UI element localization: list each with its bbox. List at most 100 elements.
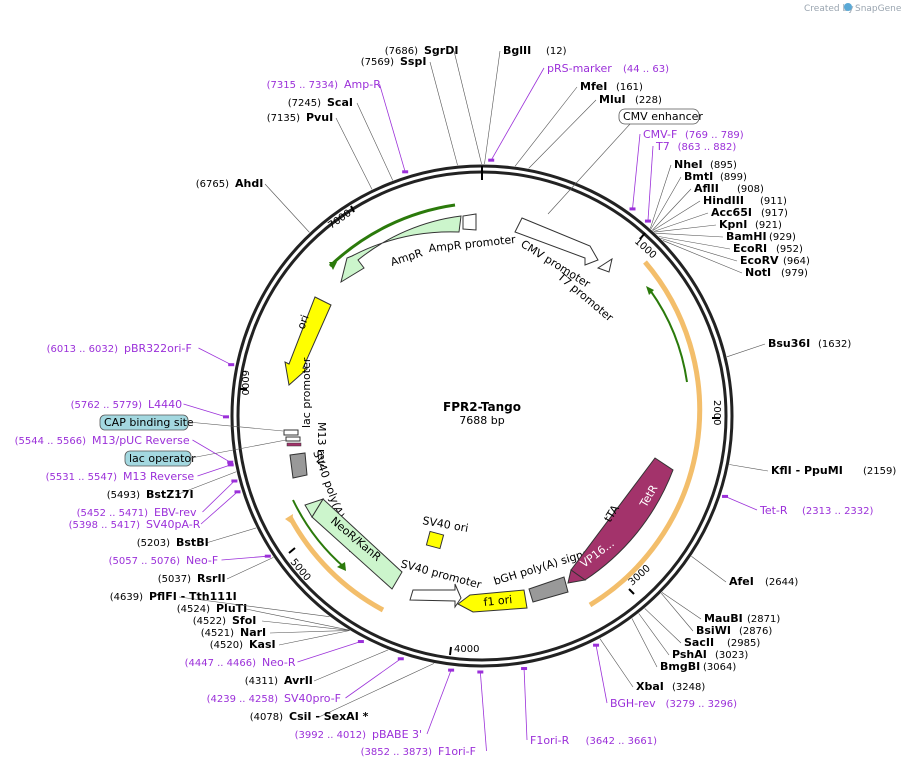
site-label[interactable]: KasI(4520) bbox=[210, 630, 350, 651]
site-label[interactable]: XbaI(3248) bbox=[599, 638, 705, 693]
feature-neokanr[interactable] bbox=[304, 498, 403, 590]
site-name: KpnI bbox=[719, 218, 747, 231]
site-label[interactable]: BstBI(5203) bbox=[137, 527, 257, 549]
primer-label[interactable]: Tet-R(2313 .. 2332) bbox=[722, 494, 874, 517]
site-label[interactable]: Acc65I(917) bbox=[653, 206, 788, 232]
site-label[interactable]: KpnI(921) bbox=[654, 218, 782, 233]
site-label[interactable]: BamHI(929) bbox=[655, 230, 796, 243]
primer-position: (2313 .. 2332) bbox=[802, 506, 874, 517]
site-label[interactable]: PluTI(4524) bbox=[177, 602, 350, 631]
site-label[interactable]: BmtI(899) bbox=[650, 170, 747, 230]
feature-cmv-enhancer[interactable]: CMV enhancer bbox=[547, 108, 703, 215]
site-label[interactable]: HindIII(911) bbox=[652, 194, 787, 231]
primer-label[interactable]: SV40pro-F(4239 .. 4258) bbox=[207, 657, 404, 705]
primer-label[interactable]: M13/pUC Reverse(5544 .. 5566) bbox=[15, 434, 234, 464]
feature-lac-promoter[interactable] bbox=[283, 429, 299, 436]
site-label[interactable]: MauBI(2871) bbox=[661, 592, 780, 625]
feature-f1-ori[interactable] bbox=[457, 589, 528, 613]
site-name: BstBI bbox=[176, 536, 209, 549]
primer-name: SV40pA-R bbox=[146, 518, 201, 531]
primer-name: T7 bbox=[655, 140, 670, 153]
site-label[interactable]: AhdI(6765) bbox=[196, 177, 310, 233]
site-label[interactable]: EcoRI(952) bbox=[658, 236, 803, 255]
feature-ampr-promoter[interactable] bbox=[462, 213, 477, 231]
primer-label[interactable]: BGH-rev(3279 .. 3296) bbox=[593, 643, 737, 710]
feature-sv40-ori[interactable] bbox=[425, 530, 445, 550]
site-label[interactable]: BmgBI(3064) bbox=[631, 618, 736, 673]
feature-lac-operator[interactable]: lac operator bbox=[124, 439, 287, 467]
primer-label[interactable]: CMV-F(769 .. 789) bbox=[629, 128, 744, 211]
site-leader-line bbox=[175, 471, 237, 496]
feature-m13-rev[interactable] bbox=[285, 436, 302, 447]
site-label[interactable]: BglII(12) bbox=[484, 44, 567, 165]
site-label[interactable]: NheI(895) bbox=[650, 158, 737, 229]
site-leader-line bbox=[726, 343, 766, 358]
feature-sv40-polya[interactable] bbox=[289, 452, 308, 479]
site-label[interactable]: AfeI(2644) bbox=[691, 555, 798, 588]
primer-name: Neo-R bbox=[262, 656, 296, 669]
primer-label[interactable]: L4440(5762 .. 5779) bbox=[71, 398, 230, 419]
primer-label[interactable]: Neo-F(5057 .. 5076) bbox=[109, 554, 271, 567]
site-label[interactable]: NotI(979) bbox=[662, 240, 808, 279]
site-label[interactable]: KflI - PpuMI(2159) bbox=[729, 464, 896, 477]
primer-label[interactable]: pBR322ori-F(6013 .. 6032) bbox=[47, 342, 235, 367]
primer-label[interactable]: F1ori-F(3852 .. 3873) bbox=[361, 670, 487, 758]
site-position: (7686) bbox=[385, 46, 418, 57]
site-label[interactable]: RsrII(5037) bbox=[158, 557, 274, 585]
site-label[interactable]: BstZ17I(5493) bbox=[107, 471, 237, 501]
site-label[interactable]: NarI(4521) bbox=[201, 626, 350, 639]
site-label[interactable]: PvuI(7135) bbox=[267, 111, 373, 190]
site-name: BglII bbox=[503, 44, 531, 57]
site-label[interactable]: BsiWI(2876) bbox=[660, 592, 772, 637]
primer-marker bbox=[223, 415, 230, 419]
primer-label[interactable]: pRS-marker(44 .. 63) bbox=[488, 62, 669, 162]
site-label[interactable]: Bsu36I(1632) bbox=[726, 337, 851, 358]
site-label[interactable]: AvrII(4311) bbox=[245, 649, 389, 687]
site-name: AvrII bbox=[284, 674, 313, 687]
primer-label[interactable]: T7(863 .. 882) bbox=[644, 140, 736, 223]
primer-leader-line bbox=[595, 645, 608, 704]
feature-label-lac-operator: lac operator bbox=[129, 452, 196, 465]
site-leader-line bbox=[514, 86, 578, 167]
site-name: SacII bbox=[684, 636, 714, 649]
primer-label[interactable]: SV40pA-R(5398 .. 5417) bbox=[69, 490, 241, 531]
site-label[interactable]: PflFI - Tth111I(4639) bbox=[110, 590, 330, 617]
site-label[interactable]: PshAI(3023) bbox=[638, 613, 749, 661]
site-name: KasI bbox=[249, 638, 276, 651]
primer-position: (5762 .. 5779) bbox=[71, 400, 143, 411]
feature-sv40-promoter[interactable] bbox=[409, 583, 462, 609]
primer-position: (5531 .. 5547) bbox=[46, 472, 118, 483]
primer-label[interactable]: Neo-R(4447 .. 4466) bbox=[185, 640, 364, 669]
site-label[interactable]: SgrDI(7686) bbox=[385, 44, 482, 165]
primer-label[interactable]: pBABE 3'(3992 .. 4012) bbox=[295, 668, 455, 741]
feature-tta[interactable] bbox=[567, 457, 674, 584]
feature-label-cmv-enhancer: CMV enhancer bbox=[623, 110, 703, 123]
site-label[interactable]: SfoI(4522) bbox=[193, 614, 350, 631]
primer-position: (44 .. 63) bbox=[623, 64, 669, 75]
site-label[interactable]: EcoRV(964) bbox=[660, 237, 810, 267]
site-label[interactable]: SacII(2985) bbox=[644, 608, 761, 649]
primer-leader-line bbox=[192, 439, 231, 463]
site-label[interactable]: MfeI(161) bbox=[514, 80, 643, 167]
primer-label[interactable]: EBV-rev(5452 .. 5471) bbox=[77, 479, 238, 519]
feature-ori[interactable] bbox=[284, 296, 332, 386]
plasmid-name: FPR2-Tango bbox=[443, 400, 521, 414]
feature-bgh-polya[interactable] bbox=[528, 576, 569, 603]
site-label[interactable]: CsiI - SexAI *(4078) bbox=[250, 663, 435, 723]
site-leader-line bbox=[318, 663, 435, 718]
site-label[interactable]: ScaI(7245) bbox=[288, 96, 394, 181]
site-label[interactable]: AflII(908) bbox=[652, 182, 764, 231]
site-name: PluTI bbox=[216, 602, 247, 615]
primer-label[interactable]: M13 Reverse(5531 .. 5547) bbox=[46, 463, 234, 483]
site-label[interactable]: MluI(228) bbox=[528, 93, 662, 169]
feature-cap-binding-site[interactable]: CAP binding site bbox=[99, 414, 284, 432]
primer-label[interactable]: Amp-R(7315 .. 7334) bbox=[267, 78, 409, 174]
primer-label[interactable]: F1ori-R(3642 .. 3661) bbox=[521, 667, 657, 747]
feature-ampr[interactable] bbox=[340, 215, 462, 284]
feature-t7-promoter[interactable] bbox=[596, 257, 613, 273]
ruler-label: 4000 bbox=[454, 644, 479, 655]
site-label[interactable]: SspI(7569) bbox=[361, 55, 458, 166]
feature-cmv-promoter[interactable] bbox=[514, 217, 599, 266]
primer-name: pBABE 3' bbox=[372, 728, 422, 741]
site-position: (6765) bbox=[196, 179, 229, 190]
